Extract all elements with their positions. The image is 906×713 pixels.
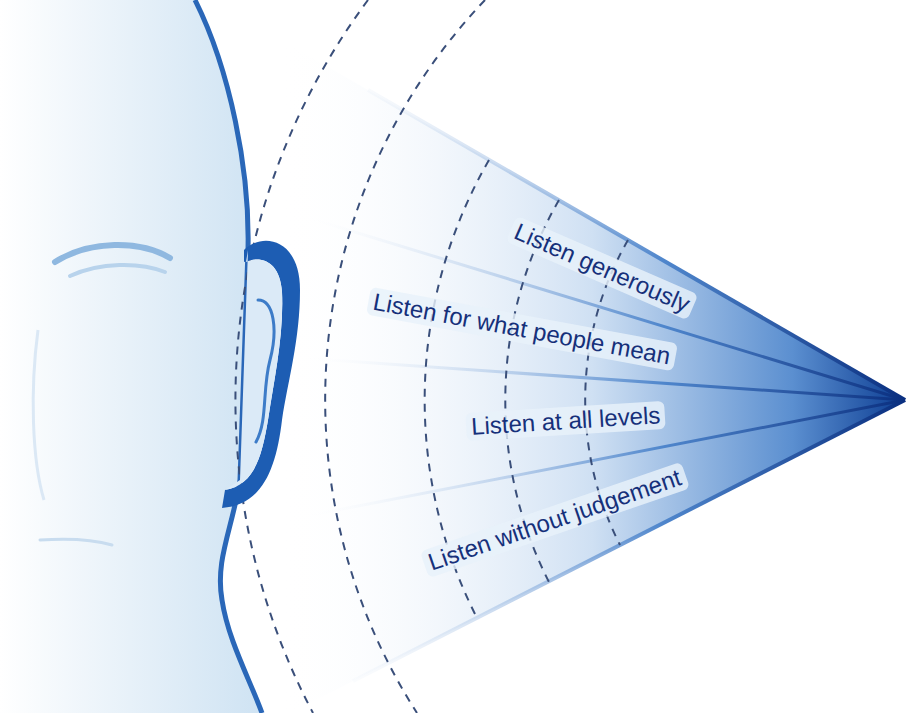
cone-ray [312,219,905,400]
eye-line [70,265,165,276]
sound-waves [235,0,628,713]
ear-inner [225,250,282,490]
face-line [33,330,44,500]
sound-cone [192,0,905,713]
cone-edge [353,400,905,681]
ear-outer [222,241,300,508]
eye-line [55,245,170,262]
cone-ray [287,357,905,400]
ear-fold [256,300,274,442]
mouth-line [40,539,112,545]
wave-arc [325,0,485,713]
